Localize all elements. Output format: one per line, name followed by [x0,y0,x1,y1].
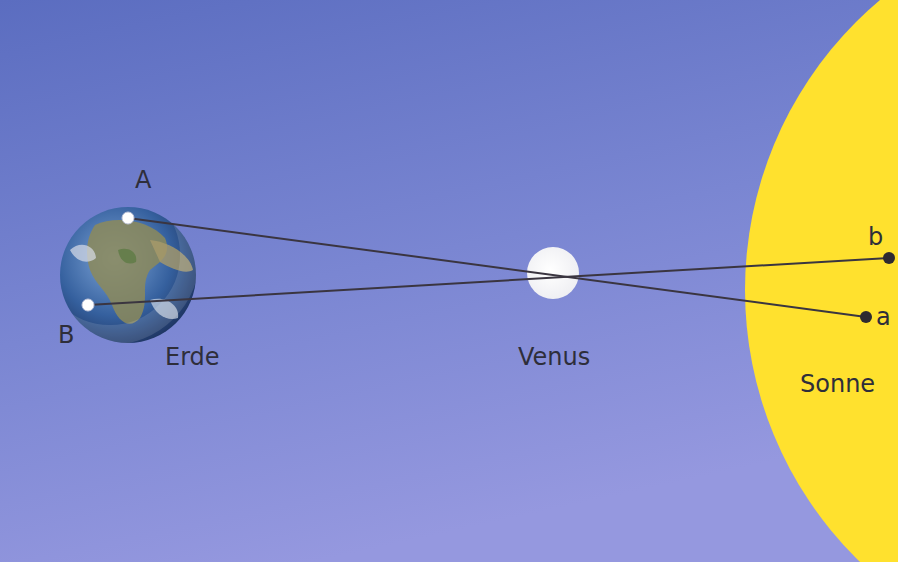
observer-label: B [58,323,74,347]
sun-label: Sonne [800,372,875,396]
observer-dot [82,299,94,311]
planet-label: Erde [165,345,220,369]
sight-line [88,258,889,305]
sun-disc [745,0,898,562]
projection-dot [860,311,872,323]
planet-label: Venus [518,345,590,369]
earth-globe [30,175,196,343]
sight-line [128,218,866,317]
observer-dot [122,212,134,224]
point-label: b [868,225,883,249]
point-label: a [876,305,891,329]
observer-label: A [135,168,151,192]
projection-dot [883,252,895,264]
